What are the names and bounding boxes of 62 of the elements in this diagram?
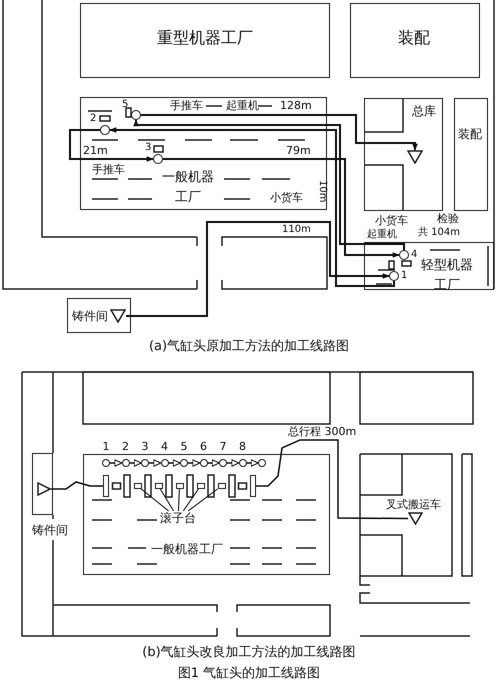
equipment-label: 起重机	[367, 229, 397, 241]
leader-line	[140, 488, 170, 512]
flow-arrow	[208, 459, 220, 467]
building-label: 装配	[458, 127, 482, 142]
station-number: 6	[200, 440, 207, 454]
vehicle-label: 小货车	[375, 214, 408, 228]
route-line	[256, 439, 408, 520]
building-label: 一般机器工厂	[151, 542, 223, 556]
flow-arrow	[130, 459, 142, 467]
building-label: 装配	[398, 28, 430, 48]
vehicle-label: 小货车	[270, 191, 303, 204]
distance-label: 128m	[280, 99, 312, 112]
vehicle-label: 手推车	[92, 163, 125, 176]
station-number: 7	[220, 440, 226, 454]
route-line	[51, 481, 103, 490]
distance-label: 21m	[83, 144, 108, 158]
station-number: 1	[401, 270, 408, 282]
route-line	[126, 221, 390, 317]
building-label: 轻型机器工厂	[420, 257, 474, 294]
figure-caption: 图1 气缸头的加工线路图	[178, 666, 320, 682]
flow-arrow	[110, 459, 122, 467]
station-number: 1	[102, 440, 110, 454]
subfigure-caption: (b)气缸头改良加工方法的加工线路图	[142, 645, 356, 661]
vehicle-label: 手推车	[170, 99, 203, 112]
station-number: 2	[122, 440, 129, 454]
station-number: 4	[411, 249, 418, 261]
area-label: 检验	[437, 212, 459, 226]
route-line	[133, 119, 405, 250]
distance-label: 110m	[282, 224, 311, 236]
building-label: 铸件间	[32, 523, 68, 538]
building-label: 铸件间	[72, 309, 108, 324]
leader-line	[188, 488, 218, 512]
distance-label: 共 104m	[418, 227, 460, 239]
flow-arrow	[227, 459, 240, 467]
station-number: 2	[90, 113, 96, 125]
route-line	[163, 158, 400, 258]
route-line	[141, 114, 418, 151]
station-number: 8	[239, 440, 246, 454]
route-line	[109, 127, 395, 287]
station-number: 3	[142, 440, 148, 454]
flow-arrow	[188, 459, 200, 467]
distance-label: 总行程 300m	[288, 425, 356, 438]
station-number: 4	[161, 440, 168, 454]
leader-line	[160, 488, 174, 512]
station-number: 5	[122, 99, 128, 111]
flow-arrow	[149, 459, 162, 467]
leader-line	[178, 488, 180, 512]
leader-line	[182, 488, 199, 512]
flow-arrow	[168, 459, 181, 467]
distance-label: 10m	[316, 180, 328, 202]
station-number: 3	[145, 142, 152, 154]
distance-label: 79m	[286, 144, 311, 158]
vehicle-label: 叉式搬运车	[386, 498, 441, 512]
flow-arrow	[246, 459, 259, 467]
equipment-label: 起重机	[226, 99, 259, 112]
subfigure-caption: (a)气缸头原加工方法的加工线路图	[148, 339, 350, 355]
building-label: 重型机器工厂	[157, 28, 253, 48]
building-label: 一般机器工厂	[161, 169, 215, 206]
building-label: 总库	[412, 104, 436, 118]
station-number: 5	[180, 440, 188, 454]
route-line	[69, 129, 154, 162]
roller-table-label: 滚子台	[160, 511, 196, 526]
